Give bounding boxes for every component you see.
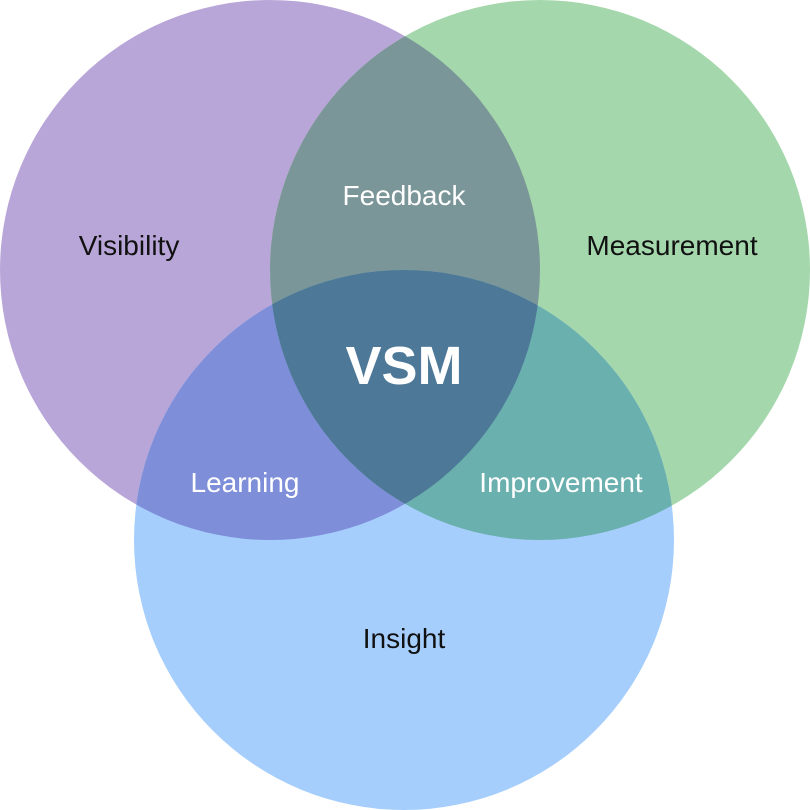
insight-label: Insight [363,623,446,654]
feedback-label: Feedback [343,180,467,211]
learning-label: Learning [191,467,300,498]
visibility-label: Visibility [79,230,180,261]
improvement-region [270,270,674,540]
improvement-label: Improvement [479,467,643,498]
measurement-label: Measurement [586,230,757,261]
vsm-center-label: VSM [345,336,462,396]
